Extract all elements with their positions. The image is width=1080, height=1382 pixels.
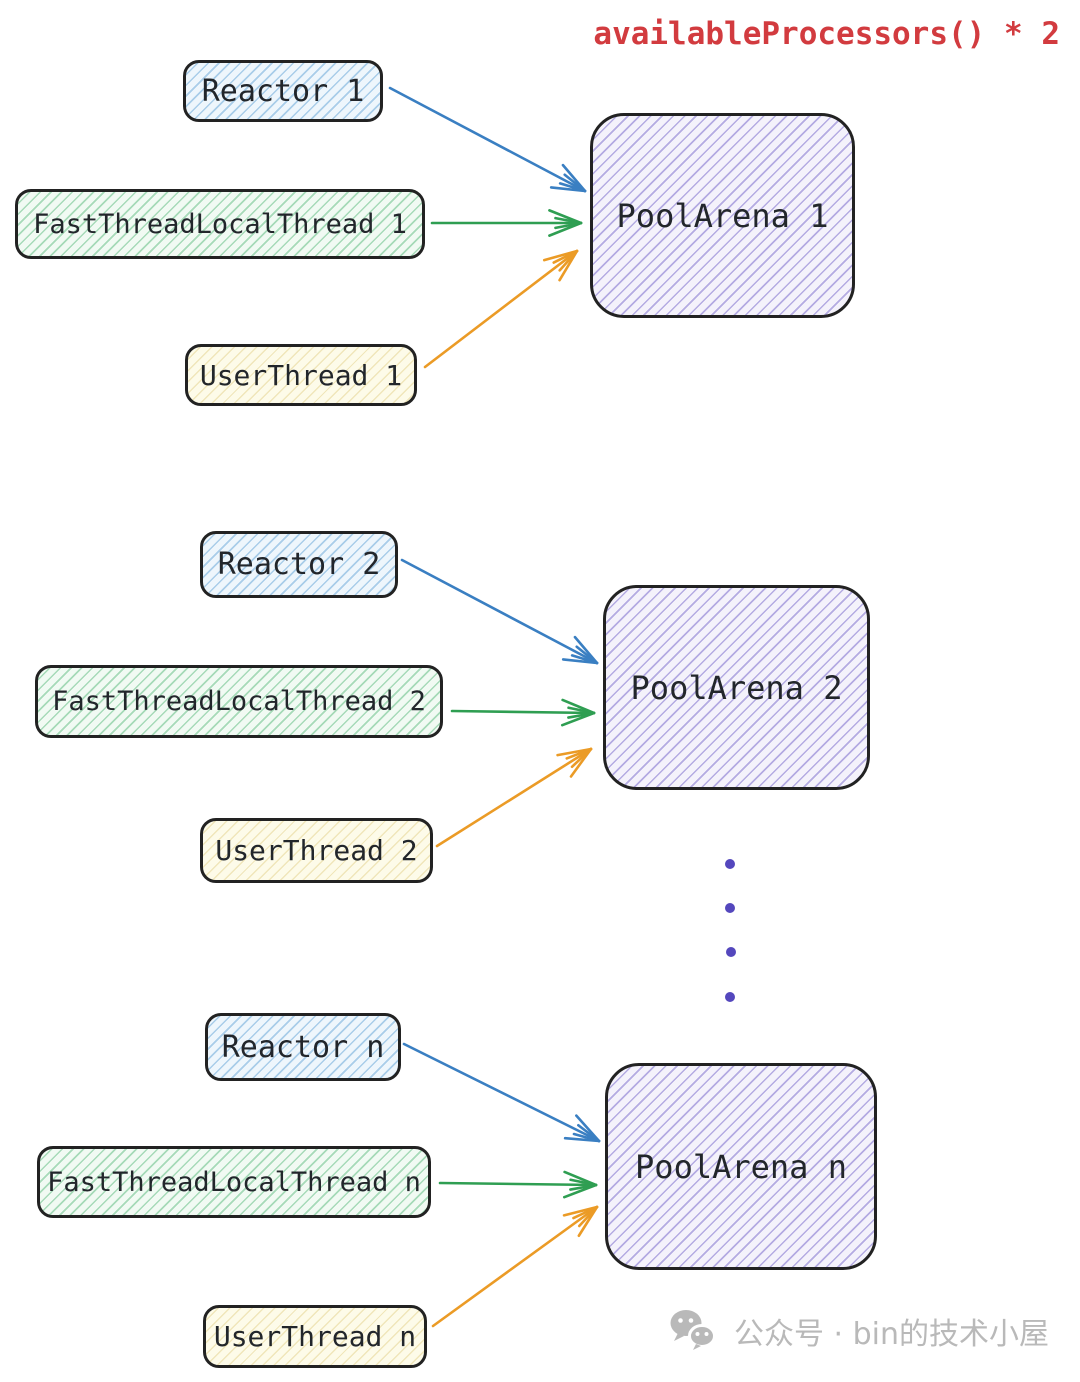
fast-thread-local-thread-1-label: FastThreadLocalThread 1 bbox=[33, 208, 407, 240]
arrow-fast-thread-2-to-pool-arena-2 bbox=[450, 698, 596, 727]
pool-arena-1-box: PoolArena 1 bbox=[590, 113, 855, 318]
fast-thread-local-thread-2-box: FastThreadLocalThread 2 bbox=[35, 665, 443, 738]
reactor-2-box: Reactor 2 bbox=[200, 531, 398, 598]
reactor-1-label: Reactor 1 bbox=[201, 73, 365, 109]
reactor-n-box: Reactor n bbox=[205, 1013, 401, 1081]
user-thread-2-label: UserThread 2 bbox=[215, 834, 418, 867]
watermark: 公众号 · bin的技术小屋 bbox=[668, 1308, 1049, 1354]
user-thread-1-box: UserThread 1 bbox=[185, 344, 417, 406]
wechat-icon bbox=[670, 1310, 716, 1350]
arrow-user-thread-2-to-pool-arena-2 bbox=[435, 747, 593, 848]
arrow-user-thread-1-to-pool-arena-1 bbox=[423, 249, 579, 369]
arrow-fast-thread-n-to-pool-arena-n bbox=[438, 1170, 598, 1199]
pool-arena-n-box: PoolArena n bbox=[605, 1063, 877, 1270]
user-thread-1-label: UserThread 1 bbox=[199, 358, 403, 392]
pool-arena-1-label: PoolArena 1 bbox=[616, 196, 829, 235]
reactor-n-label: Reactor n bbox=[221, 1029, 385, 1065]
arrow-reactor-2-to-pool-arena-2 bbox=[400, 558, 599, 665]
fast-thread-local-thread-1-box: FastThreadLocalThread 1 bbox=[15, 189, 425, 259]
pool-arena-n-label: PoolArena n bbox=[635, 1147, 847, 1186]
pool-arena-2-box: PoolArena 2 bbox=[603, 585, 870, 790]
fast-thread-local-thread-n-label: FastThreadLocalThread n bbox=[47, 1166, 421, 1198]
user-thread-n-box: UserThread n bbox=[203, 1305, 427, 1368]
reactor-2-label: Reactor 2 bbox=[217, 547, 381, 582]
arrow-reactor-n-to-pool-arena-n bbox=[402, 1042, 601, 1143]
ellipsis-dot bbox=[726, 947, 736, 957]
ellipsis-dot bbox=[725, 992, 735, 1002]
reactor-1-box: Reactor 1 bbox=[183, 60, 383, 122]
user-thread-2-box: UserThread 2 bbox=[200, 818, 433, 883]
diagram-title: availableProcessors() * 2 bbox=[593, 16, 1060, 52]
user-thread-n-label: UserThread n bbox=[213, 1320, 417, 1353]
ellipsis-dot bbox=[725, 859, 735, 869]
arrow-reactor-1-to-pool-arena-1 bbox=[388, 86, 587, 193]
fast-thread-local-thread-n-box: FastThreadLocalThread n bbox=[37, 1146, 431, 1218]
arrow-fast-thread-1-to-pool-arena-1 bbox=[430, 209, 583, 237]
watermark-text: 公众号 · bin的技术小屋 bbox=[734, 1317, 1049, 1352]
pool-arena-2-label: PoolArena 2 bbox=[630, 668, 843, 707]
ellipsis-dot bbox=[725, 903, 735, 913]
fast-thread-local-thread-2-label: FastThreadLocalThread 2 bbox=[52, 686, 426, 717]
arrow-user-thread-n-to-pool-arena-n bbox=[431, 1205, 599, 1328]
